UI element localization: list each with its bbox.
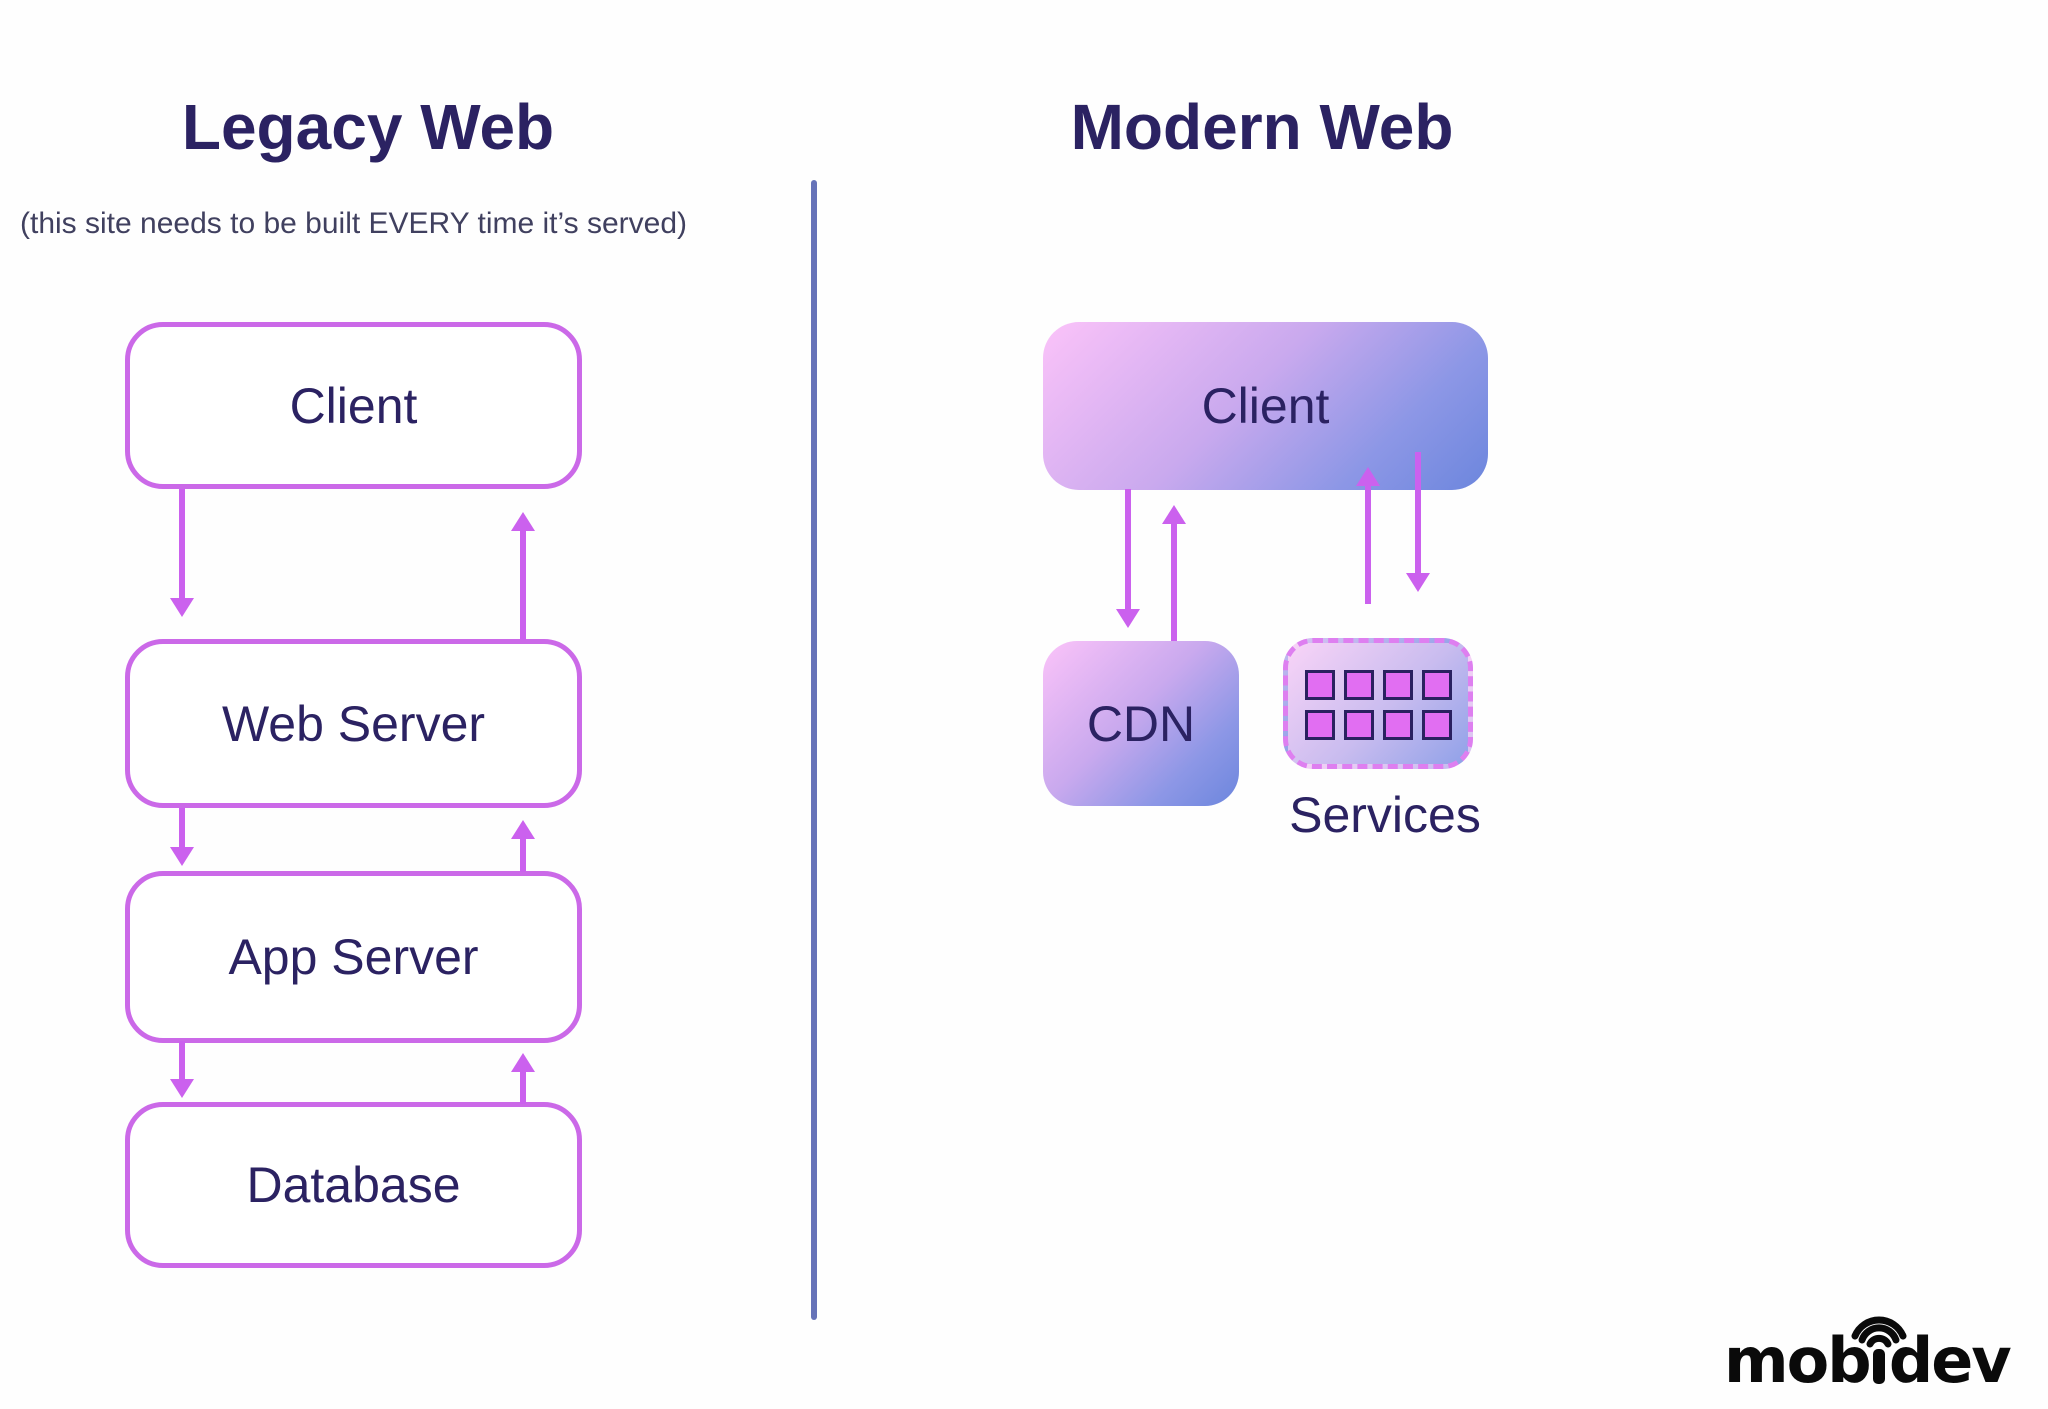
legacy-node-app-server-label: App Server bbox=[228, 929, 479, 985]
service-tile bbox=[1421, 710, 1452, 740]
service-tile bbox=[1343, 710, 1374, 740]
legacy-node-client: Client bbox=[125, 322, 582, 489]
arrow-client-to-services bbox=[1406, 452, 1430, 592]
logo-i-stem bbox=[1873, 1349, 1886, 1384]
service-tile bbox=[1343, 670, 1374, 700]
modern-node-services bbox=[1283, 638, 1473, 769]
arrow-client-to-webserver bbox=[170, 489, 194, 617]
legacy-node-web-server-label: Web Server bbox=[221, 695, 486, 752]
legacy-node-database: Database bbox=[125, 1102, 582, 1268]
wifi-arcs-icon bbox=[1851, 1316, 1907, 1348]
mobidev-logo: mobidev bbox=[1724, 1316, 2012, 1392]
arrow-database-to-appserver bbox=[511, 1053, 535, 1104]
arrow-appserver-to-database bbox=[170, 1041, 194, 1098]
legacy-web-title: Legacy Web bbox=[181, 91, 555, 163]
legacy-node-app-server: App Server bbox=[125, 871, 582, 1043]
modern-node-cdn: CDN bbox=[1043, 641, 1239, 806]
arrow-appserver-to-webserver bbox=[511, 820, 535, 872]
logo-text-left: mob bbox=[1724, 1324, 1872, 1397]
service-tile bbox=[1304, 670, 1335, 700]
services-label: Services bbox=[1289, 787, 1481, 843]
modern-node-client: Client bbox=[1043, 322, 1488, 490]
logo-text-right: dev bbox=[1888, 1324, 2012, 1397]
legacy-node-database-label: Database bbox=[246, 1157, 461, 1213]
services-grid bbox=[1288, 643, 1468, 740]
panel-divider bbox=[811, 180, 817, 1320]
service-tile bbox=[1382, 670, 1413, 700]
arrow-cdn-to-client bbox=[1162, 505, 1186, 641]
service-tile bbox=[1304, 710, 1335, 740]
modern-node-cdn-label: CDN bbox=[1086, 695, 1196, 752]
arrow-webserver-to-appserver bbox=[170, 808, 194, 866]
arrow-client-to-cdn bbox=[1116, 489, 1140, 628]
service-tile bbox=[1382, 710, 1413, 740]
legacy-node-client-label: Client bbox=[289, 377, 418, 434]
arrow-services-to-client bbox=[1356, 467, 1380, 604]
modern-web-title: Modern Web bbox=[1070, 91, 1454, 163]
arrow-webserver-to-client bbox=[511, 512, 535, 640]
legacy-web-subtitle: (this site needs to be built EVERY time … bbox=[20, 207, 687, 240]
legacy-node-web-server: Web Server bbox=[125, 639, 582, 808]
service-tile bbox=[1421, 670, 1452, 700]
modern-node-client-label: Client bbox=[1201, 378, 1330, 434]
logo-letter-i: i bbox=[1851, 1316, 1907, 1397]
